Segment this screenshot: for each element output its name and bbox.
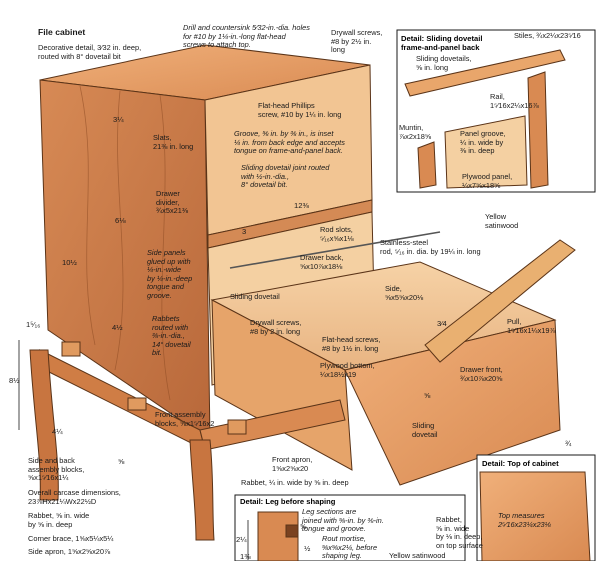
label-groove: Groove, ⅝ in. by ⅜ in., is inset ¼ in. f… <box>234 129 345 156</box>
label-yellow-satinwood: Yellow satinwood <box>485 212 519 230</box>
title: File cabinet <box>38 27 86 37</box>
dimension-1-375: 1⅜ <box>240 552 251 561</box>
label-front-apron: Front apron, 1⅝x2⅝x20 <box>272 455 313 473</box>
label-overall: Overall carcase dimensions, 23⅞Hx21¼Wx22… <box>28 488 121 506</box>
label-yellow-satinwood-low: Yellow satinwood <box>389 551 446 560</box>
stainless-rod <box>229 231 441 269</box>
label-drywall-top: Drywall screws, #8 by 2½ in. long <box>331 28 383 55</box>
label-drawer-back: Drawer back, ⅝x10⅞x18⅛ <box>300 253 344 271</box>
assembly-block <box>227 419 247 435</box>
dimension-8-25: 8½ <box>9 376 20 385</box>
label-side-apron: Side apron, 1⅝x2⅝x20⅞ <box>28 547 111 556</box>
dimension-3-4: 3⁄4 <box>437 319 447 328</box>
label-stainless-rod: Stainless-steel rod, ⁵⁄₁₆ in. dia. by 19… <box>380 238 481 256</box>
dimension-half: ⅝ <box>118 457 125 466</box>
label-rabbets: Rabbets routed with ⅜-in.-dia., 14° dove… <box>152 314 191 358</box>
detail-title-frame-panel: Detail: Sliding dovetail frame-and-panel… <box>399 34 485 52</box>
assembly-block <box>127 397 147 411</box>
plywood-panel <box>444 115 528 189</box>
label-sliding-dovetails: Sliding dovetails, ⅝ in. long <box>416 54 472 72</box>
dimension-4-5: 4½ <box>112 323 123 332</box>
label-flathead-screws: Flat-head screws, #8 by 1½ in. long <box>322 335 381 353</box>
dimension-3: 3 <box>242 227 247 236</box>
label-pull: Pull, 1⁵⁄16x1¼x19⅞ <box>507 317 556 335</box>
muntin <box>417 141 437 189</box>
label-plywood-bottom: Plywood bottom, ¼x18½x19 <box>320 361 375 379</box>
label-rout-mortise: Rout mortise, ⅝x⅝x2¼, before shaping leg… <box>322 534 378 561</box>
label-leg-sections: Leg sections are joined with ⅝-in. by ⅜-… <box>302 507 384 534</box>
dimension-12: 12⅜ <box>294 201 309 210</box>
label-side-back-blocks: Side and back assembly blocks, ⅝x1⁵⁄16x1… <box>28 456 85 483</box>
dimension-3-25: 3¼ <box>113 115 124 124</box>
side-grain <box>79 85 171 401</box>
dimension-3-4-top: ¾ <box>565 439 572 448</box>
label-flathead-phillips: Flat-head Phillips screw, #10 by 1¼ in. … <box>258 101 342 119</box>
top-panel <box>479 471 591 561</box>
label-slats: Slats, 21⅜ in. long <box>153 133 194 151</box>
label-top-measures: Top measures 2⁵⁄16x23¼x23⅛ <box>498 511 551 529</box>
detail-title-top: Detail: Top of cabinet <box>480 459 561 468</box>
label-drawer-divider: Drawer divider, ¾x5x21⅜ <box>156 189 189 216</box>
label-drill: Drill and countersink 5⁄32-in.-dia. hole… <box>183 23 310 50</box>
label-rabbet-bottom: Rabbet, ¼ in. wide by ⅝ in. deep <box>241 478 349 487</box>
label-plywood-panel: Plywood panel, ¼x7⅝x18⅝ <box>462 172 513 190</box>
label-sliding-dovetail-mid: Sliding dovetail <box>230 292 280 301</box>
dimension-4-25: 4¼ <box>52 427 63 436</box>
detail-title-leg: Detail: Leg before shaping <box>238 497 338 506</box>
drawer-front <box>344 319 561 486</box>
label-muntin: Muntin, ⅞x2x18⅝ <box>399 123 432 141</box>
rail <box>404 49 566 97</box>
label-side: Side, ⅝x5⅝x20⅛ <box>385 284 424 302</box>
leg-mortise <box>285 524 299 538</box>
dimension-2-25: 2¼ <box>236 535 247 544</box>
label-sliding-dovetail-low: Sliding dovetail <box>412 421 438 439</box>
label-sliding-joint: Sliding dovetail joint routed with ½-in.… <box>241 163 330 190</box>
dimension-6-125: 6⅛ <box>115 216 126 225</box>
dimension-1-25: 1⁵⁄₁₆ <box>26 320 41 329</box>
leg-front <box>189 439 215 541</box>
dimension-3-8: ⅝ <box>300 522 307 531</box>
assembly-block <box>61 341 81 357</box>
drawer-pull <box>424 239 576 363</box>
label-rail: Rail, 1⁵⁄16x2¼x16⅞ <box>490 92 539 110</box>
label-decorative-detail: Decorative detail, 3⁄32 in. deep, routed… <box>38 43 142 61</box>
label-drawer-front: Drawer front, ¾x10⅞x20⅝ <box>460 365 503 383</box>
label-rabbet-left: Rabbet, ⅝ in. wide by ⅝ in. deep <box>28 511 90 529</box>
label-stiles: Stiles, ¾x2¼x23⁵⁄16 <box>514 31 581 40</box>
label-rabbet-top: Rabbet, ⅝ in. wide by ⅛ in. deep, on top… <box>436 515 483 550</box>
dimension-1-2: ½ <box>304 544 311 553</box>
stile <box>527 71 549 189</box>
dimension-10-5: 10½ <box>62 258 77 267</box>
label-front-assembly: Front assembly blocks, ⅝x1⁵⁄16x2 <box>155 410 215 428</box>
label-drywall-mid: Drywall screws, #8 by 2 in. long <box>250 318 302 336</box>
label-corner-brace: Corner brace, 1⅝x5¼x5¼ <box>28 534 114 543</box>
label-panel-groove: Panel groove, ¼ in. wide by ⅜ in. deep <box>460 129 506 156</box>
leg-left <box>29 349 59 501</box>
label-rod-slots: Rod slots, ⁵⁄₁₆x⅝x1⅛ <box>320 225 354 243</box>
label-side-panels: Side panels glued up with ¼-in.-wide by … <box>147 248 193 300</box>
drawer-side <box>211 299 353 471</box>
dimension-5-8: ⅝ <box>424 391 431 400</box>
